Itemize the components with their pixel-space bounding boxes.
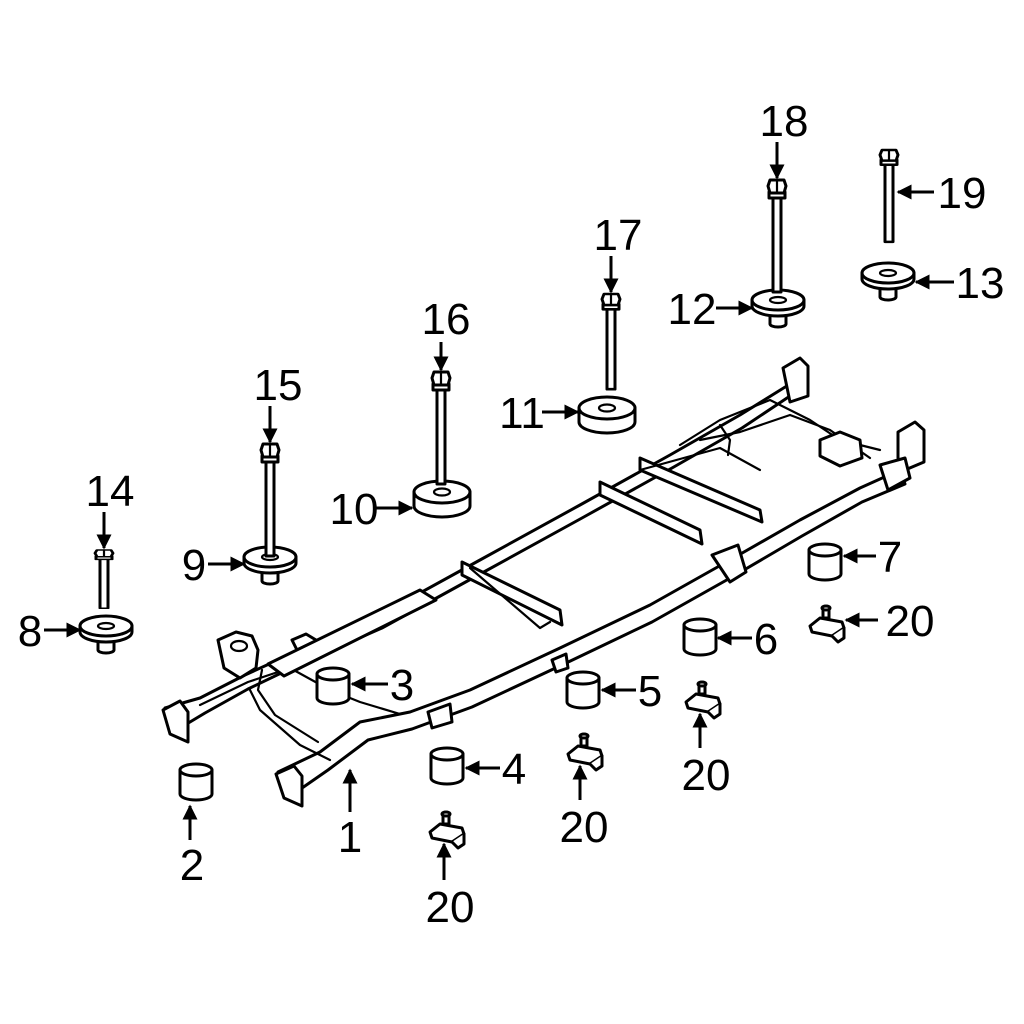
body-mount-spacer-6 <box>682 617 718 657</box>
bolt-17 <box>600 292 622 391</box>
callout-16: 16 <box>422 295 471 344</box>
weld-nut-clip-20d <box>808 604 846 644</box>
body-mount-12 <box>750 288 806 329</box>
callout-5: 5 <box>638 667 662 716</box>
body-mount-spacer-3 <box>315 666 351 706</box>
callout-7: 7 <box>878 533 902 582</box>
callout-2: 2 <box>180 841 204 890</box>
callout-8: 8 <box>18 607 42 656</box>
callout-3: 3 <box>390 661 414 710</box>
callout-11: 11 <box>499 389 545 438</box>
frame-assembly <box>161 356 926 808</box>
leader-lines <box>44 142 954 880</box>
weld-nut-clip-20c <box>684 680 722 720</box>
weld-nut-clip-20a <box>428 810 466 850</box>
callout-15: 15 <box>254 361 303 410</box>
bolt-19 <box>878 148 900 244</box>
body-mount-spacer-7 <box>807 542 843 582</box>
bolt-16 <box>430 370 452 486</box>
callout-4: 4 <box>502 745 526 794</box>
callout-14: 14 <box>86 467 135 516</box>
body-mount-spacer-2 <box>178 762 214 802</box>
callout-labels: 1 2 3 4 5 6 7 8 9 10 11 12 13 14 15 16 1… <box>18 97 1005 932</box>
bolt-14 <box>93 548 115 610</box>
callout-12: 12 <box>668 285 717 334</box>
body-mount-8 <box>78 614 134 655</box>
bolt-18 <box>766 178 788 294</box>
weld-nut-clip-20b <box>566 732 604 772</box>
insulator-pad-11 <box>577 395 637 435</box>
callout-20-a: 20 <box>426 883 475 932</box>
callout-1: 1 <box>338 813 362 862</box>
callout-17: 17 <box>594 211 643 260</box>
callout-20-c: 20 <box>682 751 731 800</box>
body-mount-13 <box>860 261 916 302</box>
callout-9: 9 <box>182 541 206 590</box>
body-mount-spacer-4 <box>429 746 465 786</box>
callout-20-b: 20 <box>560 803 609 852</box>
callout-18: 18 <box>760 97 809 146</box>
callout-20-d: 20 <box>886 597 935 646</box>
callout-6: 6 <box>754 615 778 664</box>
insulator-pad-10 <box>412 479 472 519</box>
callout-13: 13 <box>956 259 1005 308</box>
body-mount-spacer-5 <box>565 670 601 710</box>
callout-19: 19 <box>938 169 987 218</box>
bolt-15 <box>259 442 281 558</box>
callout-10: 10 <box>330 485 379 534</box>
